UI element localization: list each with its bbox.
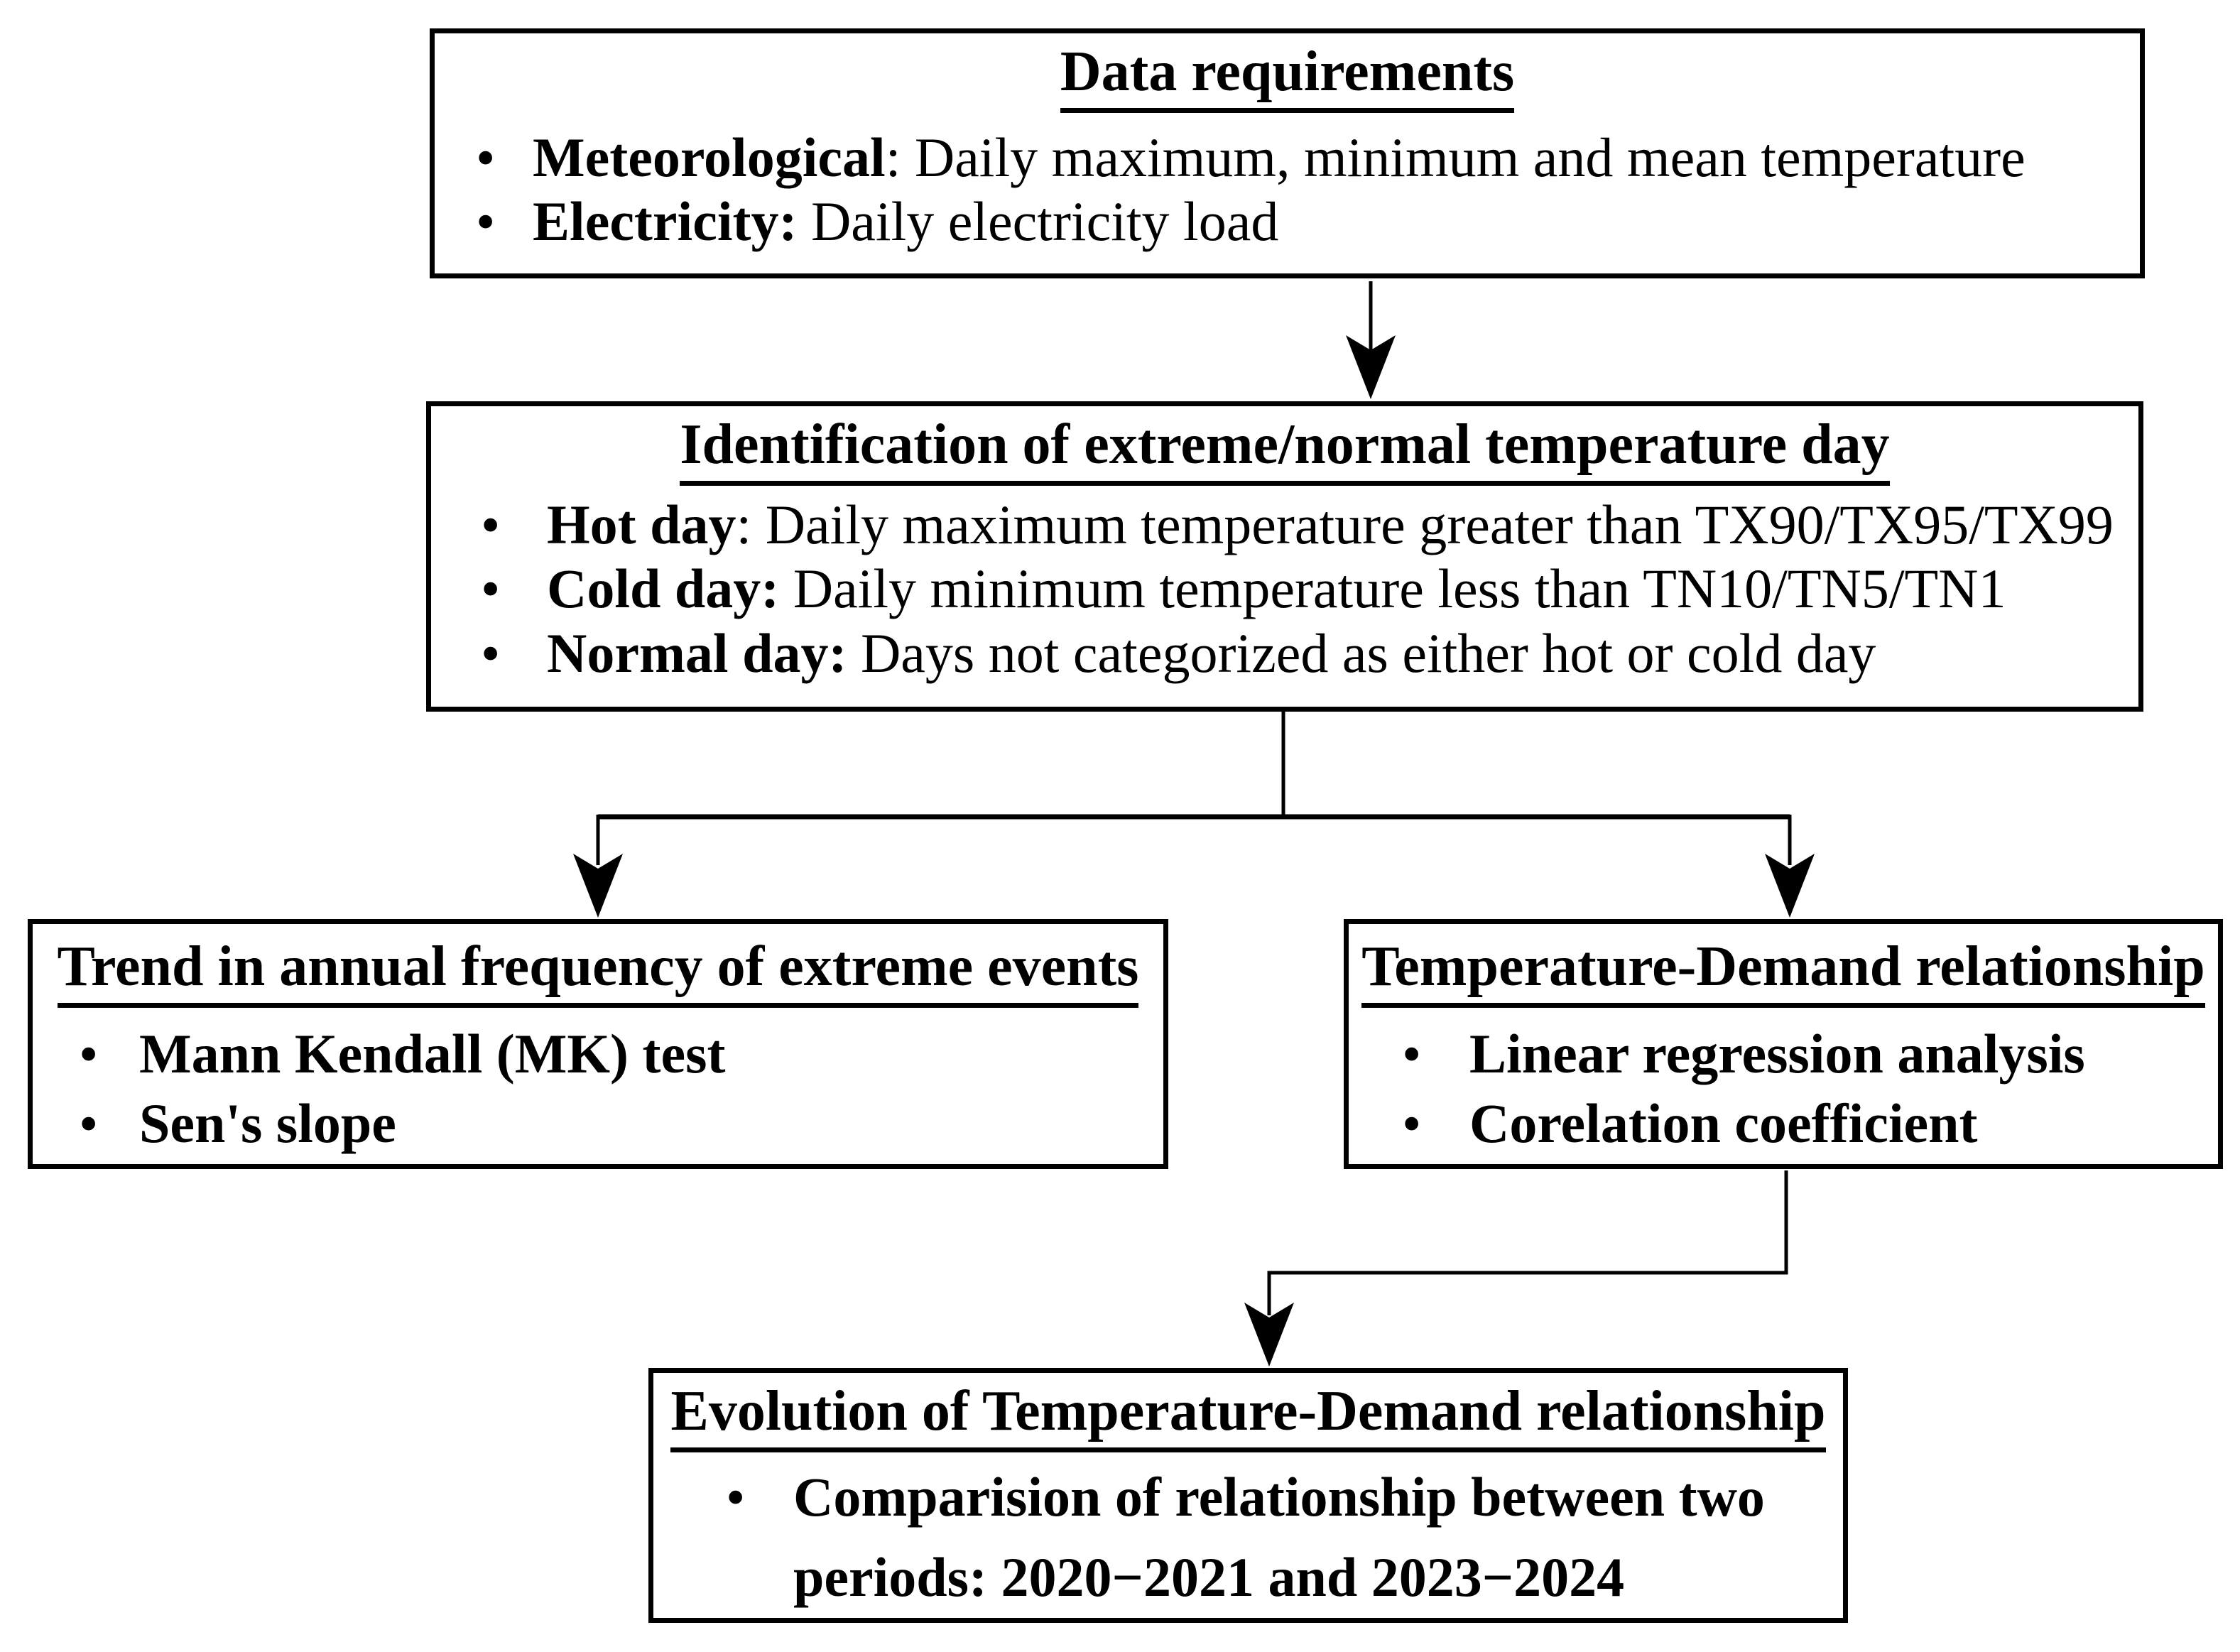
bullet-comparison-periods: • Comparision of relationship between tw… bbox=[653, 1457, 1843, 1617]
box-trend-title: Trend in annual frequency of extreme eve… bbox=[33, 935, 1163, 1008]
box-temperature-demand: Temperature-Demand relationship • Linear… bbox=[1344, 919, 2223, 1169]
bullet-dot: • bbox=[79, 1092, 99, 1154]
box-evolution: Evolution of Temperature-Demand relation… bbox=[648, 1368, 1848, 1623]
arrow-temperature-demand-to-evolution bbox=[1244, 1170, 1788, 1366]
bullet-electricity: • Electricity: Daily electricity load bbox=[435, 190, 2140, 254]
bullet-dot: • bbox=[481, 558, 501, 620]
bullet-dot: • bbox=[476, 126, 496, 188]
box-trend-extreme-events: Trend in annual frequency of extreme eve… bbox=[28, 919, 1168, 1169]
bullet-dot: • bbox=[481, 621, 501, 684]
bullet-dot: • bbox=[476, 190, 496, 253]
bullet-linear-regression: • Linear regression analysis bbox=[1349, 1019, 2218, 1089]
box-identification: Identification of extreme/normal tempera… bbox=[426, 401, 2143, 712]
arrow-data-to-identification bbox=[1346, 281, 1396, 399]
bullet-dot: • bbox=[1402, 1023, 1422, 1085]
bullet-meteorological: • Meteorological: Daily maximum, minimum… bbox=[435, 126, 2140, 190]
arrow-identification-split bbox=[573, 712, 1815, 918]
bullet-correlation-coefficient: • Corelation coefficient bbox=[1349, 1089, 2218, 1158]
bullet-dot: • bbox=[481, 494, 501, 555]
bullet-dot: • bbox=[79, 1023, 99, 1085]
bullet-sens-slope: • Sen's slope bbox=[33, 1089, 1163, 1158]
box-temperature-demand-title: Temperature-Demand relationship bbox=[1349, 935, 2218, 1008]
box-identification-title: Identification of extreme/normal tempera… bbox=[431, 413, 2138, 486]
bullet-dot: • bbox=[1402, 1092, 1422, 1154]
box-evolution-title: Evolution of Temperature-Demand relation… bbox=[653, 1380, 1843, 1452]
bullet-cold-day: • Cold day: Daily minimum temperature le… bbox=[431, 557, 2138, 621]
bullet-dot: • bbox=[726, 1466, 746, 1528]
box-data-requirements: Data requirements • Meteorological: Dail… bbox=[430, 28, 2145, 278]
bullet-normal-day: • Normal day: Days not categorized as ei… bbox=[431, 621, 2138, 685]
box-data-requirements-title: Data requirements bbox=[435, 40, 2140, 113]
bullet-mann-kendall: • Mann Kendall (MK) test bbox=[33, 1019, 1163, 1089]
bullet-hot-day: • Hot day: Daily maximum temperature gre… bbox=[431, 493, 2138, 557]
